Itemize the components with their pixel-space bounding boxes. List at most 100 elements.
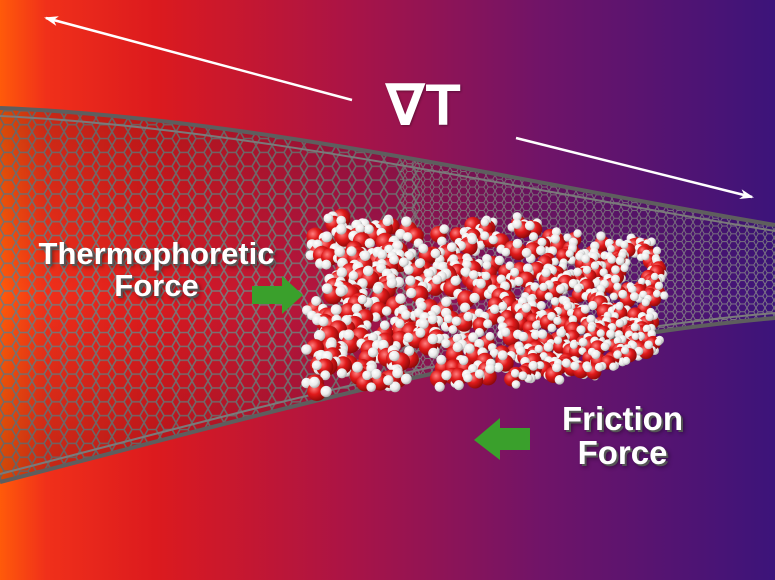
hydrogen-atom <box>318 316 329 327</box>
hydrogen-atom <box>510 267 520 277</box>
hydrogen-atom <box>606 244 615 253</box>
hydrogen-atom <box>389 381 401 393</box>
hydrogen-atom <box>320 370 331 381</box>
hydrogen-atom <box>556 327 567 338</box>
hydrogen-atom <box>628 285 637 294</box>
hydrogen-atom <box>334 246 346 258</box>
hydrogen-atom <box>615 256 625 266</box>
hydrogen-atom <box>335 285 347 297</box>
hydrogen-atom <box>634 346 644 356</box>
hydrogen-atom <box>613 282 622 291</box>
hydrogen-atom <box>308 376 321 388</box>
hydrogen-atom <box>383 375 394 386</box>
hydrogen-atom <box>485 331 495 341</box>
hydrogen-atom <box>569 341 578 350</box>
hydrogen-atom <box>514 276 524 287</box>
hydrogen-atom <box>511 380 521 389</box>
hydrogen-atom <box>653 289 661 298</box>
hydrogen-atom <box>613 350 622 359</box>
hydrogen-atom <box>463 373 473 383</box>
hydrogen-atom <box>414 258 425 269</box>
hydrogen-atom <box>645 312 654 322</box>
hydrogen-atom <box>323 213 334 224</box>
hydrogen-atom <box>580 304 591 314</box>
hydrogen-atom <box>521 303 532 313</box>
hydrogen-atom <box>505 261 515 271</box>
hydrogen-atom <box>359 250 371 262</box>
hydrogen-atom <box>418 243 429 254</box>
hydrogen-atom <box>565 249 574 258</box>
hydrogen-atom <box>494 255 505 266</box>
hydrogen-atom <box>402 232 413 242</box>
hydrogen-atom <box>650 272 659 281</box>
hydrogen-atom <box>536 301 546 311</box>
hydrogen-atom <box>573 267 582 277</box>
hydrogen-atom <box>453 380 464 391</box>
water-droplet <box>301 208 669 401</box>
thermophoretic-force-arrow <box>252 276 303 314</box>
hydrogen-atom <box>537 329 548 340</box>
hydrogen-atom <box>528 360 539 371</box>
hydrogen-atom <box>452 342 463 353</box>
hydrogen-atom <box>378 339 389 351</box>
hydrogen-atom <box>469 292 480 304</box>
hydrogen-atom <box>596 231 606 241</box>
hydrogen-atom <box>301 344 312 355</box>
hydrogen-atom <box>620 264 629 273</box>
hydrogen-atom <box>622 356 631 365</box>
hydrogen-atom <box>428 347 439 359</box>
hydrogen-atom <box>591 349 601 360</box>
hydrogen-atom <box>615 319 625 328</box>
hydrogen-atom <box>522 263 533 274</box>
hydrogen-atom <box>609 362 618 371</box>
hydrogen-atom <box>392 367 403 379</box>
hydrogen-atom <box>464 343 475 354</box>
hydrogen-atom <box>474 369 485 379</box>
hydrogen-atom <box>485 363 496 374</box>
hydrogen-atom <box>443 314 453 324</box>
thermophoretic-label-line-1: Thermophoretic <box>38 236 275 271</box>
hydrogen-atom <box>355 223 365 234</box>
hydrogen-atom <box>474 338 485 349</box>
hydrogen-atom <box>351 303 362 314</box>
hydrogen-atom <box>451 316 462 327</box>
hydrogen-atom <box>467 234 478 245</box>
hydrogen-atom <box>613 336 622 345</box>
hydrogen-atom <box>377 249 388 260</box>
thermophoretic-force-label: Thermophoretic Force <box>4 238 309 301</box>
hydrogen-atom <box>436 354 447 365</box>
hydrogen-atom <box>573 284 583 293</box>
thermophoretic-label-line-2: Force <box>114 267 199 303</box>
hydrogen-atom <box>401 216 412 227</box>
hydrogen-atom <box>362 265 374 277</box>
friction-force-arrow <box>474 418 530 460</box>
hydrogen-atom <box>543 342 554 352</box>
hydrogen-atom <box>379 320 390 331</box>
hydrogen-atom <box>320 385 332 398</box>
friction-label-line-1: Friction <box>562 400 683 437</box>
hydrogen-atom <box>600 342 610 352</box>
hydrogen-atom <box>500 327 511 337</box>
hydrogen-atom <box>468 332 479 343</box>
hydrogen-atom <box>404 345 415 357</box>
hydrogen-atom <box>553 316 562 325</box>
hydrogen-atom <box>348 270 359 281</box>
hydrogen-atom <box>501 247 511 257</box>
hydrogen-atom <box>631 332 640 341</box>
hydrogen-atom <box>654 281 664 290</box>
hydrogen-atom <box>381 306 392 316</box>
hydrogen-atom <box>321 259 332 270</box>
hydrogen-atom <box>311 296 322 306</box>
hydrogen-atom <box>596 329 605 338</box>
hydrogen-atom <box>357 294 368 305</box>
hydrogen-atom <box>335 223 347 235</box>
hydrogen-atom <box>321 231 333 243</box>
hydrogen-atom <box>371 368 382 380</box>
hydrogen-atom <box>583 363 593 373</box>
hydrogen-atom <box>516 346 526 356</box>
hydrogen-atom <box>641 252 650 261</box>
hydrogen-atom <box>652 246 662 255</box>
hydrogen-atom <box>532 321 541 330</box>
hydrogen-atom <box>536 361 545 370</box>
hydrogen-atom <box>518 371 528 381</box>
